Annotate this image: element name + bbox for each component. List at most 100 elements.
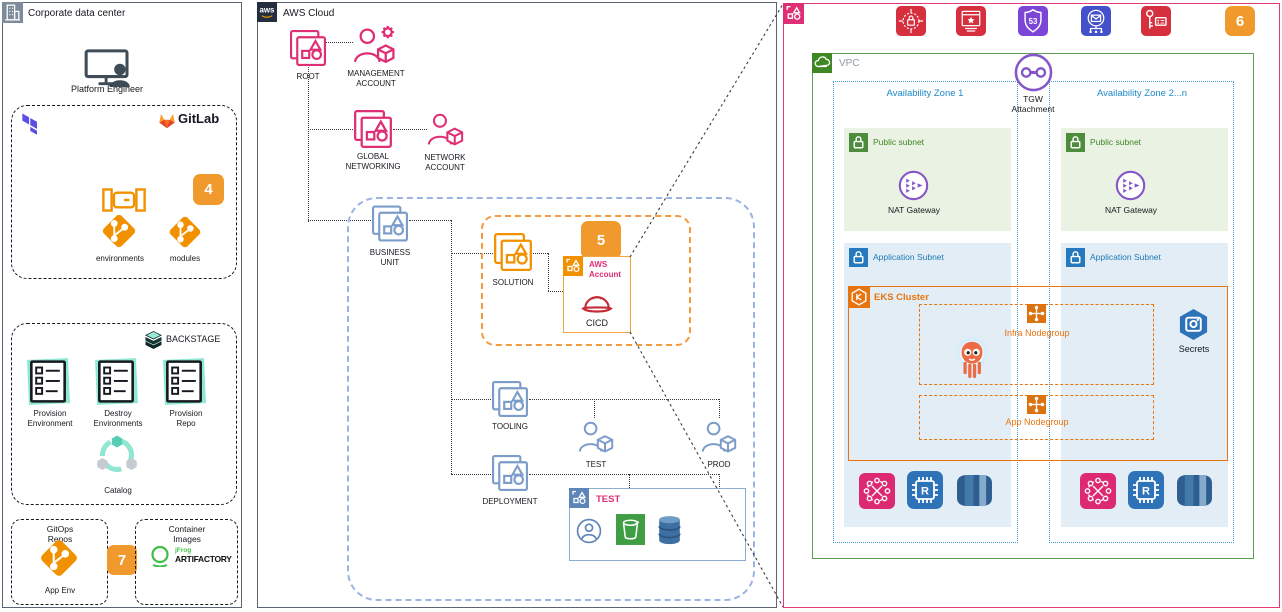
application-subnet-label: Application Subnet xyxy=(1090,252,1161,262)
aws-cloud-panel: AWS Cloud ROOT MANAGEMENT ACCOUNT GLOBAL… xyxy=(257,2,777,608)
checklist-icon xyxy=(165,360,203,403)
global-networking-label: GLOBAL NETWORKING xyxy=(345,152,401,171)
vpc-box: VPC xyxy=(812,53,1254,559)
certificate-manager-icon xyxy=(956,6,986,36)
connector xyxy=(594,399,595,418)
environments-label: environments xyxy=(95,254,145,263)
helmet-cicd-icon xyxy=(580,290,614,317)
argo-octopus-icon xyxy=(953,335,991,381)
connector xyxy=(529,474,719,475)
aws-logo-icon xyxy=(257,2,277,22)
subnet-lock-icon xyxy=(1066,133,1085,152)
nodegroup-icon xyxy=(1027,395,1046,414)
public-subnet-label: Public subnet xyxy=(1090,137,1142,147)
elasticache-redis-icon xyxy=(1128,471,1164,509)
catalog-label: Catalog xyxy=(104,486,132,495)
test-label: TEST xyxy=(585,460,607,469)
modules-label: modules xyxy=(169,254,201,263)
management-person-gear-icon xyxy=(353,25,398,68)
connector xyxy=(451,474,491,475)
eks-cluster-label: EKS Cluster xyxy=(874,292,929,303)
vpc-label: VPC xyxy=(839,58,860,69)
waf-lock-target-icon xyxy=(896,6,926,36)
nat-gateway-label: NAT Gateway xyxy=(887,205,941,215)
org-unit-solid-icon xyxy=(569,488,589,508)
secrets-label: Secrets xyxy=(1178,344,1210,354)
availability-zone-1 xyxy=(833,81,1018,543)
app-nodegroup-label: App Nodegroup xyxy=(1005,417,1069,427)
artifactory-label: ARTIFACTORY xyxy=(175,554,232,564)
prod-label: PROD xyxy=(707,460,731,469)
kms-key-icon xyxy=(1141,6,1171,36)
eks-cluster-icon xyxy=(848,286,870,308)
elasticache-redis-icon xyxy=(907,471,943,509)
tgw-attachment-icon xyxy=(1014,53,1053,92)
email-service-icon xyxy=(1081,6,1111,36)
dynamodb-icon xyxy=(656,515,683,545)
connector xyxy=(451,220,452,474)
root-label: ROOT xyxy=(296,72,320,81)
git-repo-icon xyxy=(38,537,80,579)
container-images-box: Container Images jFrog ARTIFACTORY xyxy=(135,519,238,605)
nat-gateway-icon xyxy=(1115,170,1146,201)
connector xyxy=(451,399,491,400)
gitlab-fox-icon xyxy=(158,113,176,129)
s3-bucket-icon xyxy=(616,514,645,545)
org-unit-icon xyxy=(491,453,529,493)
connector xyxy=(451,253,493,254)
badge-7: 7 xyxy=(107,545,137,575)
rds-database-icon xyxy=(1176,474,1213,507)
public-subnet-az2: Public subnet NAT Gateway xyxy=(1061,128,1228,231)
git-repo-icon xyxy=(100,212,138,250)
test-box-label: TEST xyxy=(596,494,621,505)
nat-gateway-label: NAT Gateway xyxy=(1104,205,1158,215)
gitlab-brand: GitLab xyxy=(178,111,220,126)
nat-gateway-icon xyxy=(898,170,929,201)
aws-account-label: AWS Account xyxy=(589,260,621,280)
account-person-cube-icon xyxy=(578,418,614,458)
application-subnet-label: Application Subnet xyxy=(873,252,944,262)
connector xyxy=(308,67,309,222)
catalog-icon xyxy=(94,432,140,478)
connector xyxy=(548,291,563,292)
infra-nodegroup-box: Infra Nodegroup xyxy=(919,304,1154,385)
org-unit-icon xyxy=(371,203,409,244)
tgw-attachment-label: TGW Attachment xyxy=(1011,94,1055,115)
account-person-cube-icon xyxy=(427,111,464,150)
connector xyxy=(393,129,427,130)
platform-engineer-label: Platform Engineer xyxy=(70,84,144,94)
org-unit-icon xyxy=(491,379,529,419)
org-unit-icon xyxy=(353,109,393,149)
badge-4: 4 xyxy=(193,174,224,205)
tooling-label: TOOLING xyxy=(492,422,528,431)
cicd-account-detail-panel: 6 VPC Availability Zone 1 Availability Z… xyxy=(783,3,1280,608)
backstage-brand: BACKSTAGE xyxy=(166,334,221,344)
pipeline-icon xyxy=(102,188,146,212)
building-icon xyxy=(1,1,23,23)
solution-boundary xyxy=(481,215,691,346)
connector xyxy=(308,129,353,130)
vpc-cloud-icon xyxy=(812,53,832,73)
availability-zone-2 xyxy=(1049,81,1234,543)
subnet-lock-icon xyxy=(1066,248,1085,267)
terraform-icon xyxy=(20,112,40,135)
management-account-label: MANAGEMENT ACCOUNT xyxy=(347,69,405,88)
connector xyxy=(326,42,353,43)
gitops-box: GitOps Repos App Env xyxy=(11,519,108,605)
checklist-icon xyxy=(29,360,67,403)
container-images-title: Container Images xyxy=(168,524,206,545)
connector xyxy=(548,253,549,291)
secrets-vault-icon xyxy=(1177,308,1210,341)
connector xyxy=(409,220,451,221)
app-env-label: App Env xyxy=(44,586,76,595)
subnet-lock-icon xyxy=(849,248,868,267)
gitlab-box: GitLab 4 environments modules xyxy=(11,105,237,279)
jfrog-circle-icon xyxy=(149,545,171,567)
backstage-box: BACKSTAGE Provision Environment Destroy … xyxy=(11,323,237,505)
az1-label: Availability Zone 1 xyxy=(886,88,964,99)
corporate-datacenter-panel: Corporate data center Platform Engineer … xyxy=(1,1,242,608)
rds-database-icon xyxy=(956,474,993,507)
destroy-environments-label: Destroy Environments xyxy=(93,409,143,428)
test-account-box: TEST xyxy=(569,488,746,561)
